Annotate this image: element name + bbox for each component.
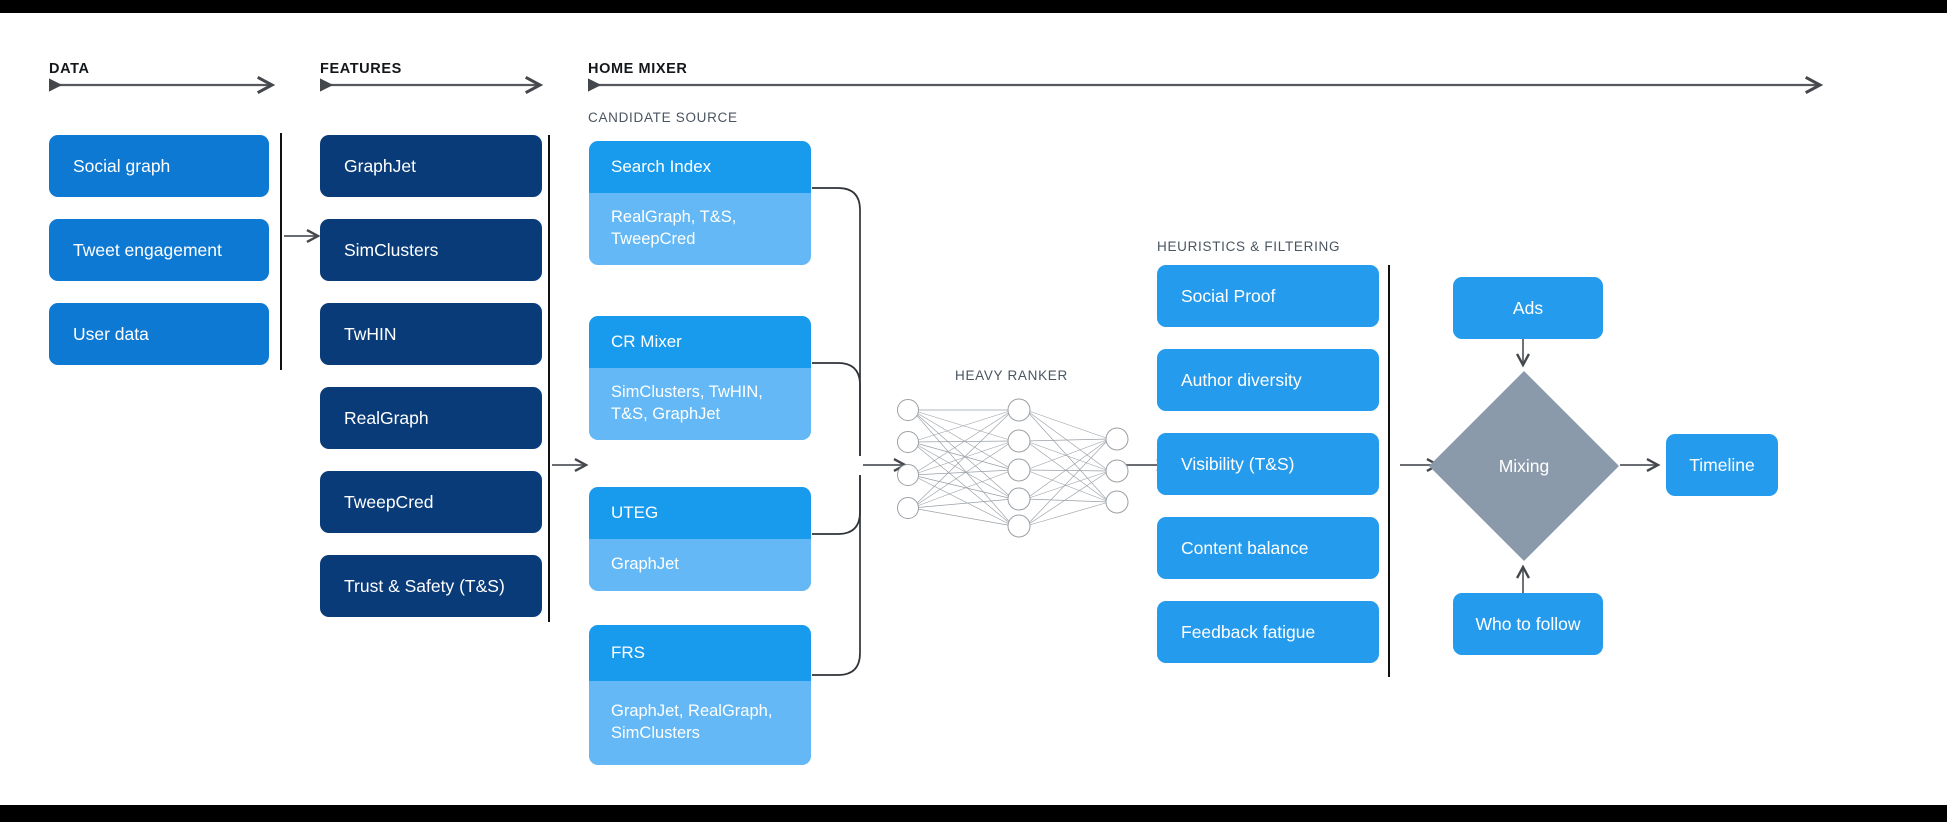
ads-box-label: Ads [1512,297,1544,318]
heuristic-box-label: Author diversity [1181,369,1302,390]
feature-box-graphjet[interactable]: GraphJet [320,135,542,197]
candidate-source-title: UTEG [589,487,811,539]
data-box-tweet-engagement[interactable]: Tweet engagement [49,219,269,281]
feature-box-label: RealGraph [344,407,429,428]
section-header-data: DATA [49,61,90,77]
heuristic-box-label: Feedback fatigue [1181,621,1316,642]
heuristic-box-social-proof[interactable]: Social Proof [1157,265,1379,327]
section-header-features: FEATURES [320,61,402,77]
timeline-box[interactable]: Timeline [1666,434,1778,496]
heuristic-box-visibility[interactable]: Visibility (T&S) [1157,433,1379,495]
feature-box-label: TwHIN [344,323,397,344]
heuristic-box-label: Content balance [1181,537,1309,558]
heuristic-box-label: Social Proof [1181,285,1276,306]
feature-box-tweepcred[interactable]: TweepCred [320,471,542,533]
candidate-source-card-cr-mixer[interactable]: CR Mixer SimClusters, TwHIN, T&S, GraphJ… [589,316,811,440]
feature-box-realgraph[interactable]: RealGraph [320,387,542,449]
data-box-label: Tweet engagement [73,239,222,260]
timeline-box-label: Timeline [1689,454,1755,475]
subsection-header-heuristics: HEURISTICS & FILTERING [1157,239,1341,254]
candidate-source-features: GraphJet, RealGraph, SimClusters [589,681,811,765]
mixing-diamond[interactable]: Mixing [1429,371,1619,561]
feature-box-label: TweepCred [344,491,434,512]
who-to-follow-box-label: Who to follow [1475,613,1581,634]
subsection-header-candidate-source: CANDIDATE SOURCE [588,110,738,125]
feature-box-label: SimClusters [344,239,439,260]
heuristic-box-content-balance[interactable]: Content balance [1157,517,1379,579]
diagram-canvas: DATA FEATURES HOME MIXER CANDIDATE SOURC… [0,13,1947,805]
heavy-ranker-neural-network [897,398,1129,538]
candidate-source-title: Search Index [589,141,811,193]
candidate-source-card-uteg[interactable]: UTEG GraphJet [589,487,811,591]
bottom-letterbox-bar [0,805,1947,822]
data-box-label: User data [73,323,149,344]
data-box-social-graph[interactable]: Social graph [49,135,269,197]
section-header-home-mixer: HOME MIXER [588,61,688,77]
heuristic-box-label: Visibility (T&S) [1181,453,1295,474]
candidate-source-features: RealGraph, T&S, TweepCred [589,193,811,265]
candidate-source-title: FRS [589,625,811,681]
candidate-source-features: SimClusters, TwHIN, T&S, GraphJet [589,368,811,440]
feature-box-trust-and-safety[interactable]: Trust & Safety (T&S) [320,555,542,617]
feature-box-label: GraphJet [344,155,416,176]
candidate-source-card-search-index[interactable]: Search Index RealGraph, T&S, TweepCred [589,141,811,265]
data-box-user-data[interactable]: User data [49,303,269,365]
candidate-source-features: GraphJet [589,539,811,591]
candidate-source-card-frs[interactable]: FRS GraphJet, RealGraph, SimClusters [589,625,811,765]
feature-box-simclusters[interactable]: SimClusters [320,219,542,281]
divider-heuristics-mixing [1388,265,1390,677]
divider-data-features [280,133,282,370]
data-box-label: Social graph [73,155,171,176]
mixing-diamond-label: Mixing [1498,455,1550,476]
feature-box-label: Trust & Safety (T&S) [344,575,505,596]
who-to-follow-box[interactable]: Who to follow [1453,593,1603,655]
top-letterbox-bar [0,0,1947,13]
subsection-header-heavy-ranker: HEAVY RANKER [955,368,1068,383]
divider-features-homemixer [548,135,550,622]
candidate-source-title: CR Mixer [589,316,811,368]
heuristic-box-feedback-fatigue[interactable]: Feedback fatigue [1157,601,1379,663]
ads-box[interactable]: Ads [1453,277,1603,339]
feature-box-twhin[interactable]: TwHIN [320,303,542,365]
heuristic-box-author-diversity[interactable]: Author diversity [1157,349,1379,411]
